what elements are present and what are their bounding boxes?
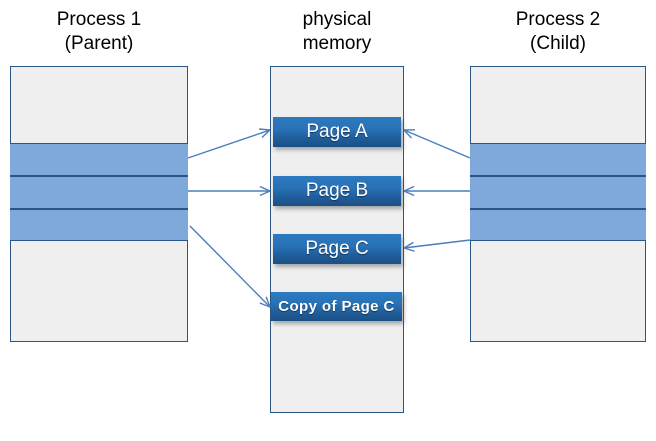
process-1-page-frame-1 bbox=[10, 143, 188, 176]
process-2-page-frame-3 bbox=[470, 209, 646, 241]
process-2-page-frame-1 bbox=[470, 143, 646, 176]
memory-page-c: Page C bbox=[273, 234, 401, 264]
process-1-title: Process 1 (Parent) bbox=[56, 9, 142, 54]
arrow-parent-band1-to-page-a-head bbox=[261, 129, 271, 139]
physical-memory-title: physical memory bbox=[302, 9, 372, 54]
process-2-page-frame-2 bbox=[470, 176, 646, 209]
arrow-child-band3-to-page-c-head bbox=[403, 247, 415, 252]
arrow-child-band1-to-page-a-head bbox=[403, 129, 413, 139]
process-1-page-frame-2 bbox=[10, 176, 188, 209]
arrow-parent-band1-to-page-a-head bbox=[258, 128, 271, 131]
arrow-parent-band3-to-copy-page-c-head bbox=[259, 302, 271, 308]
memory-page-b: Page B bbox=[273, 176, 401, 206]
memory-page-a: Page A bbox=[273, 117, 401, 147]
arrow-child-band2-to-page-b-head bbox=[403, 185, 415, 192]
arrow-parent-band2-to-page-b-head bbox=[259, 185, 271, 192]
arrow-parent-band3-to-copy-page-c bbox=[189, 225, 271, 308]
arrow-child-band3-to-page-c bbox=[403, 239, 471, 249]
memory-copy-of-page-c: Copy of Page C bbox=[271, 292, 402, 321]
arrow-child-band2-to-page-b-head bbox=[403, 190, 415, 197]
arrow-parent-band1-to-page-a bbox=[187, 129, 271, 159]
arrow-parent-band2-to-page-b-head bbox=[259, 190, 271, 197]
process-2-title: Process 2 (Child) bbox=[515, 9, 601, 54]
arrow-child-band3-to-page-c-head bbox=[403, 241, 414, 249]
process-1-page-frame-3 bbox=[10, 209, 188, 241]
arrow-child-band1-to-page-a bbox=[403, 129, 471, 159]
